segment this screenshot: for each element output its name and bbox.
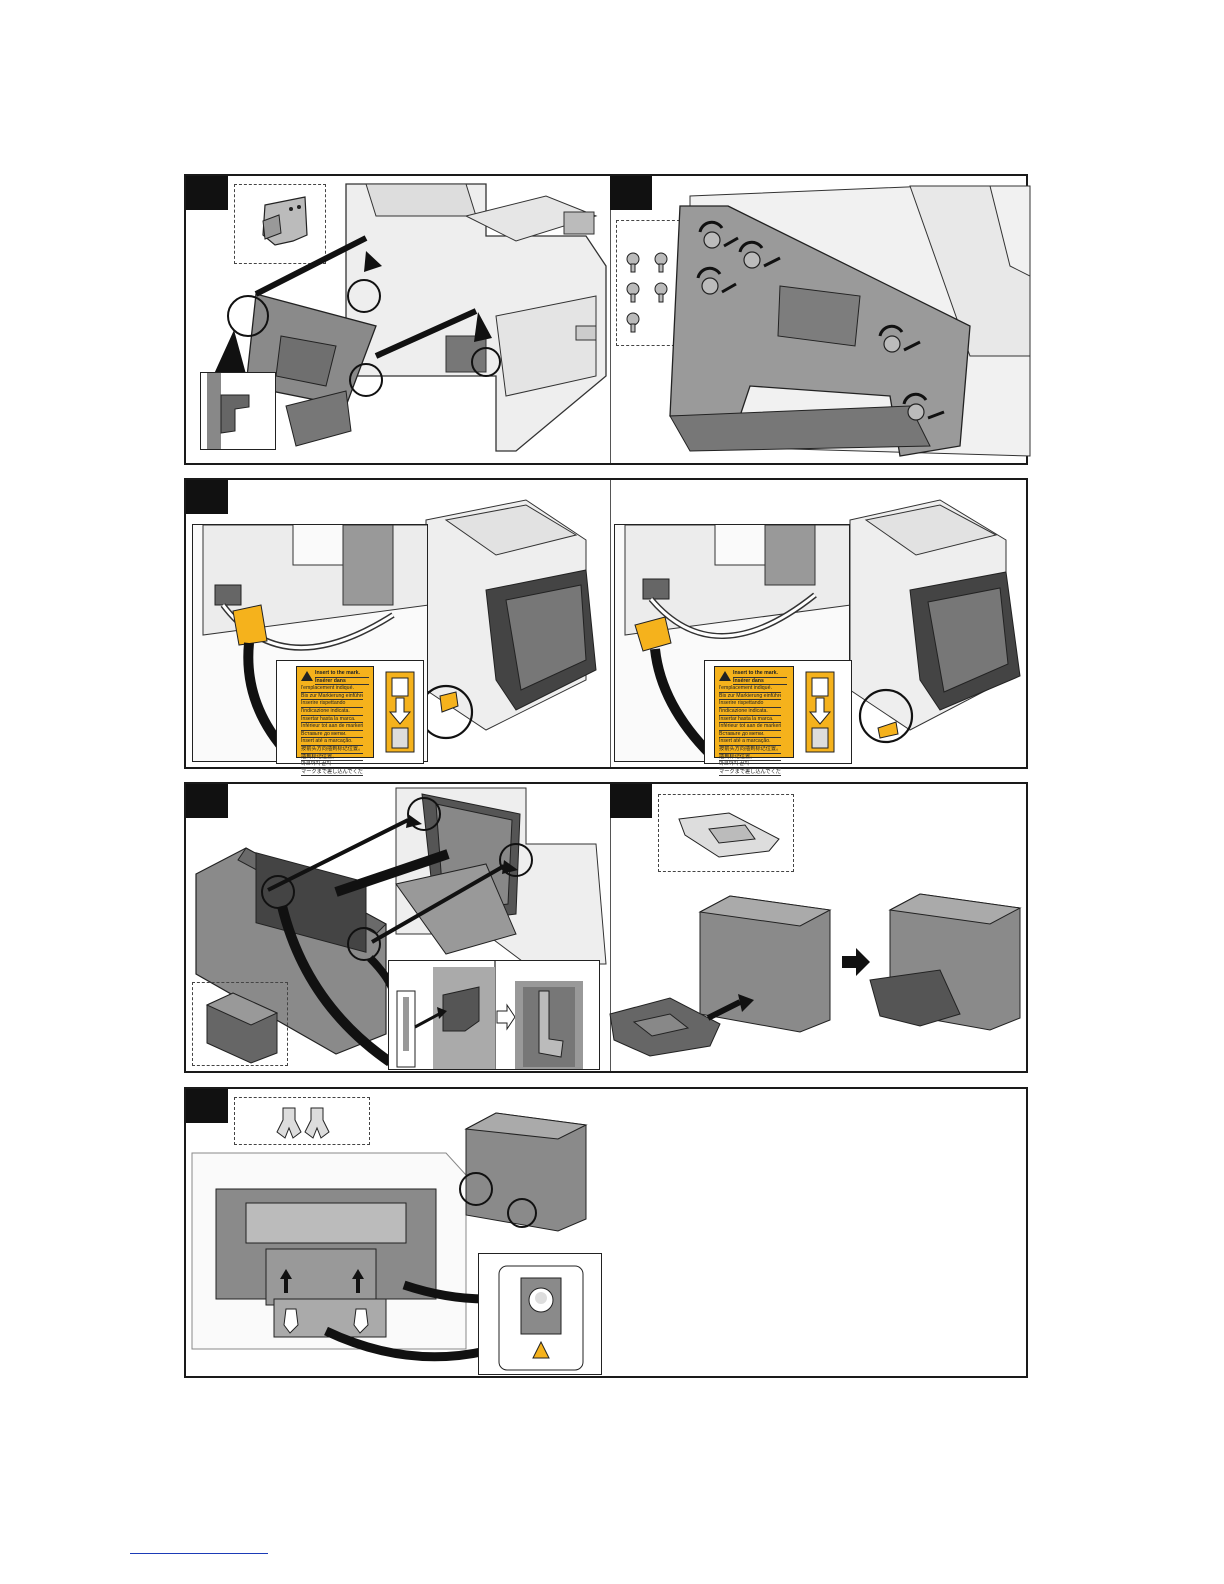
label-line: Insérer dans — [315, 678, 369, 686]
label-line: l'emplacement indiqué. — [719, 685, 781, 693]
label-line: l'emplacement indiqué. — [301, 685, 363, 693]
step-row-4 — [184, 1087, 1028, 1378]
tray-part-icon — [678, 812, 780, 858]
label-line: l'indicazione indicata. — [719, 708, 781, 716]
label-line: 마크까지 끝지 — [301, 761, 363, 769]
finisher-unit-callout — [192, 982, 288, 1066]
label-line: Insert to the mark. — [733, 670, 787, 678]
clips-callout — [234, 1097, 370, 1145]
step-tab-4 — [186, 784, 228, 818]
finisher-mounting-illustration — [195, 787, 607, 1067]
step-tab-6 — [186, 1089, 228, 1123]
plate-screws-illustration — [669, 185, 1031, 457]
machine-illustration-step1 — [214, 183, 607, 452]
tray-attach-illustration — [609, 893, 1022, 1057]
label-line: Inférieur tot aan de markering. — [719, 723, 781, 731]
label-line: マークまで差し込んでください。 — [301, 768, 363, 777]
hook-slot-detail-inset — [388, 960, 600, 1070]
label-line: Insérer dans — [733, 678, 787, 686]
clip-mark-detail — [498, 1265, 584, 1371]
bracket-part-callout — [234, 184, 326, 264]
insert-to-mark-label-b: Insert to the mark. Insérer dans l'empla… — [714, 666, 794, 777]
label-line: マークまで差し込んでください。 — [719, 768, 781, 777]
cable-connection-illustration-a — [418, 499, 597, 740]
hook-detail-icon — [207, 373, 250, 449]
label-line: Bis zur Markierung einführen. — [719, 692, 781, 701]
label-line: Insert até a marcação. — [301, 738, 363, 746]
label-line: Inserire rispettando — [301, 700, 363, 708]
label-line: Inférieur tot aan de markering. — [301, 723, 363, 731]
cable-connection-illustration-b — [849, 499, 1021, 744]
finisher-clip-illustration — [191, 1112, 588, 1362]
panel-divider — [610, 480, 611, 767]
step-row-1 — [184, 174, 1031, 465]
label-line: 插到标记位置。 — [301, 754, 363, 762]
step-tab-2 — [610, 176, 652, 210]
warning-icon — [719, 671, 731, 681]
label-line: Insert até a marcação. — [719, 738, 781, 746]
step-row-2: Insert to the mark. Insérer dans l'empla… — [184, 478, 1028, 777]
clip-detail-inset — [478, 1253, 602, 1375]
insert-to-mark-label-a: Insert to the mark. Insérer dans l'empla… — [296, 666, 374, 777]
step-tab-5 — [610, 784, 652, 818]
step-tab-3 — [186, 480, 228, 514]
screws-callout — [616, 220, 680, 346]
label-line: Insertar hasta la marca. — [301, 716, 363, 724]
plug-arrow-diagram-b — [805, 671, 835, 753]
label-line: Insert to the mark. — [315, 670, 369, 678]
label-line: Вставьте до метки. — [719, 731, 781, 739]
label-line: 按箭头方向插到标记位置。 — [719, 745, 781, 754]
screw-set-icon — [626, 252, 668, 333]
label-line: 按箭头方向插到标记位置。 — [301, 745, 363, 754]
panel-divider — [610, 784, 611, 1071]
label-line: l'indicazione indicata. — [301, 708, 363, 716]
panel-divider — [610, 176, 611, 463]
finisher-unit-icon — [205, 992, 279, 1064]
footer-link-underline[interactable] — [130, 1553, 268, 1554]
clip-pair-icon — [276, 1107, 330, 1139]
hook-detail-inset — [200, 372, 276, 450]
cable-detail-inset-a — [192, 524, 428, 762]
plug-arrow-diagram-a — [385, 671, 415, 753]
label-line: 插到标记位置。 — [719, 754, 781, 762]
label-line: Вставьте до метки. — [301, 731, 363, 739]
step-row-3 — [184, 782, 1028, 1073]
warning-icon — [301, 671, 313, 681]
label-line: Insertar hasta la marca. — [719, 716, 781, 724]
bracket-part-icon — [262, 196, 308, 246]
hook-slot-detail — [396, 961, 583, 1069]
label-line: Inserire rispettando — [719, 700, 781, 708]
label-line: 마크까지 끝지 — [719, 761, 781, 769]
step-tab-1 — [186, 176, 228, 210]
tray-part-callout — [658, 794, 794, 872]
cable-detail-inset-b — [614, 524, 850, 762]
label-line: Bis zur Markierung einführen. — [301, 692, 363, 701]
